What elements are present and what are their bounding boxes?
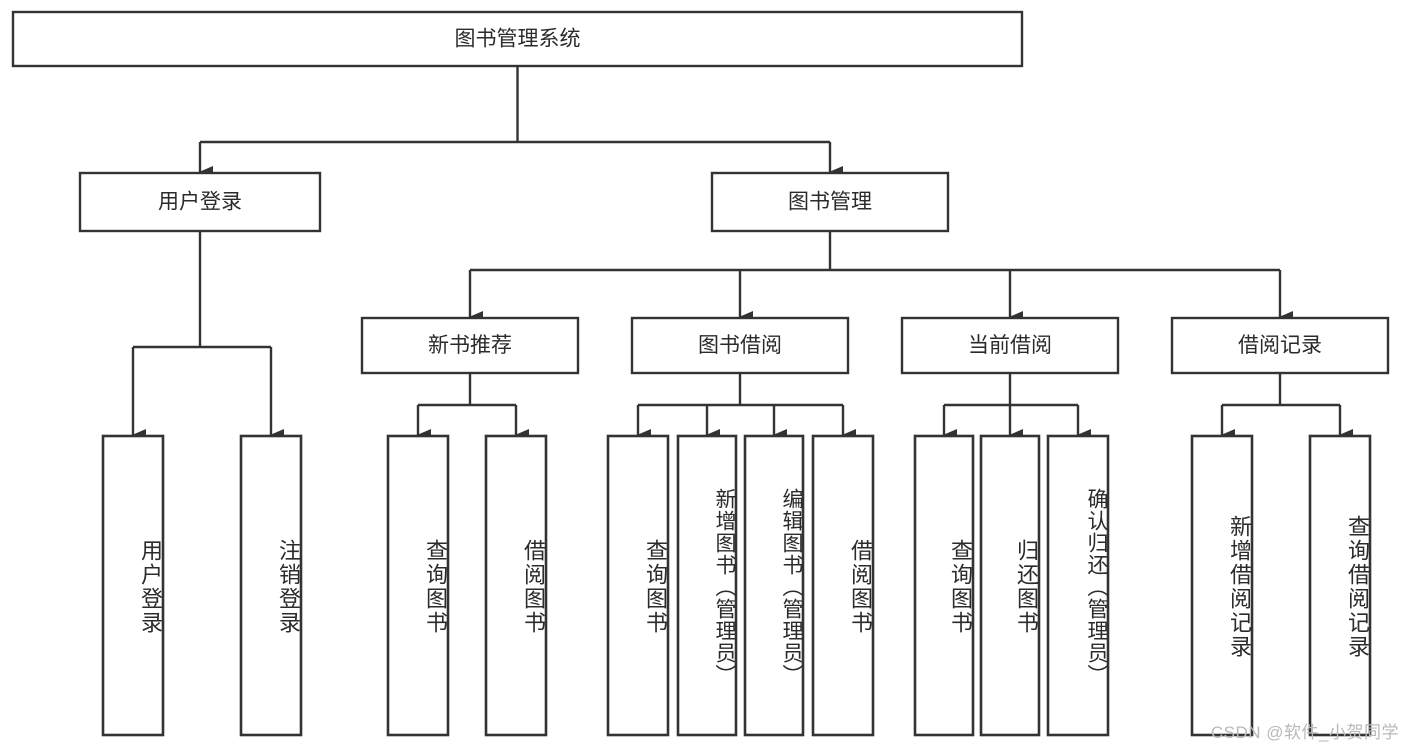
node-label-current-borrow: 当前借阅	[968, 334, 1052, 357]
node-label-borrow-record: 借阅记录	[1238, 334, 1322, 357]
leaf-leaf-add-book-admin[interactable]	[676, 434, 738, 737]
leaf-leaf-query-book-2[interactable]	[606, 434, 670, 737]
leaf-box	[606, 434, 670, 737]
node-user-login[interactable]: 用户登录	[78, 171, 322, 233]
watermark-label: CSDN @软件_小贺同学	[1210, 723, 1399, 742]
node-borrow-record[interactable]: 借阅记录	[1170, 316, 1390, 375]
leaf-leaf-return-book[interactable]	[979, 434, 1041, 737]
node-box	[630, 316, 850, 375]
leaf-leaf-add-borrow-record[interactable]	[1190, 434, 1254, 737]
leaf-leaf-edit-book-admin[interactable]	[743, 434, 805, 737]
leaf-box	[979, 434, 1041, 737]
leaf-box	[1190, 434, 1254, 737]
node-label-user-login: 用户登录	[158, 191, 242, 214]
node-current-borrow[interactable]: 当前借阅	[900, 316, 1120, 375]
leaf-leaf-borrow-book-1[interactable]	[484, 434, 548, 737]
node-root[interactable]: 图书管理系统	[11, 10, 1024, 68]
leaf-box	[743, 434, 805, 737]
node-box	[11, 10, 1024, 68]
leaf-leaf-query-book-1[interactable]	[386, 434, 450, 737]
node-book-borrow[interactable]: 图书借阅	[630, 316, 850, 375]
node-label-book-borrow: 图书借阅	[698, 334, 782, 357]
leaf-box	[101, 434, 165, 737]
leaf-leaf-query-borrow-record[interactable]	[1308, 434, 1372, 737]
node-box	[710, 171, 950, 233]
node-box	[1170, 316, 1390, 375]
leaf-box	[484, 434, 548, 737]
leaf-leaf-user-login[interactable]	[101, 434, 165, 737]
leaf-leaf-query-book-3[interactable]	[913, 434, 975, 737]
leaf-box	[811, 434, 875, 737]
node-box	[900, 316, 1120, 375]
leaf-box	[239, 434, 303, 737]
node-book-management[interactable]: 图书管理	[710, 171, 950, 233]
leaf-box	[386, 434, 450, 737]
node-label-book-management: 图书管理	[788, 191, 872, 214]
leaf-leaf-confirm-return-admin[interactable]	[1046, 434, 1110, 737]
node-label-new-book-recommend: 新书推荐	[428, 334, 512, 357]
leaf-box	[1046, 434, 1110, 737]
node-label-root: 图书管理系统	[455, 28, 581, 51]
connector-layer	[131, 66, 1353, 441]
leaf-box	[676, 434, 738, 737]
node-box	[360, 316, 580, 375]
leaf-box	[913, 434, 975, 737]
node-box	[78, 171, 322, 233]
leaf-leaf-logout-login[interactable]	[239, 434, 303, 737]
leaf-box	[1308, 434, 1372, 737]
node-new-book-recommend[interactable]: 新书推荐	[360, 316, 580, 375]
leaf-leaf-borrow-book-2[interactable]	[811, 434, 875, 737]
